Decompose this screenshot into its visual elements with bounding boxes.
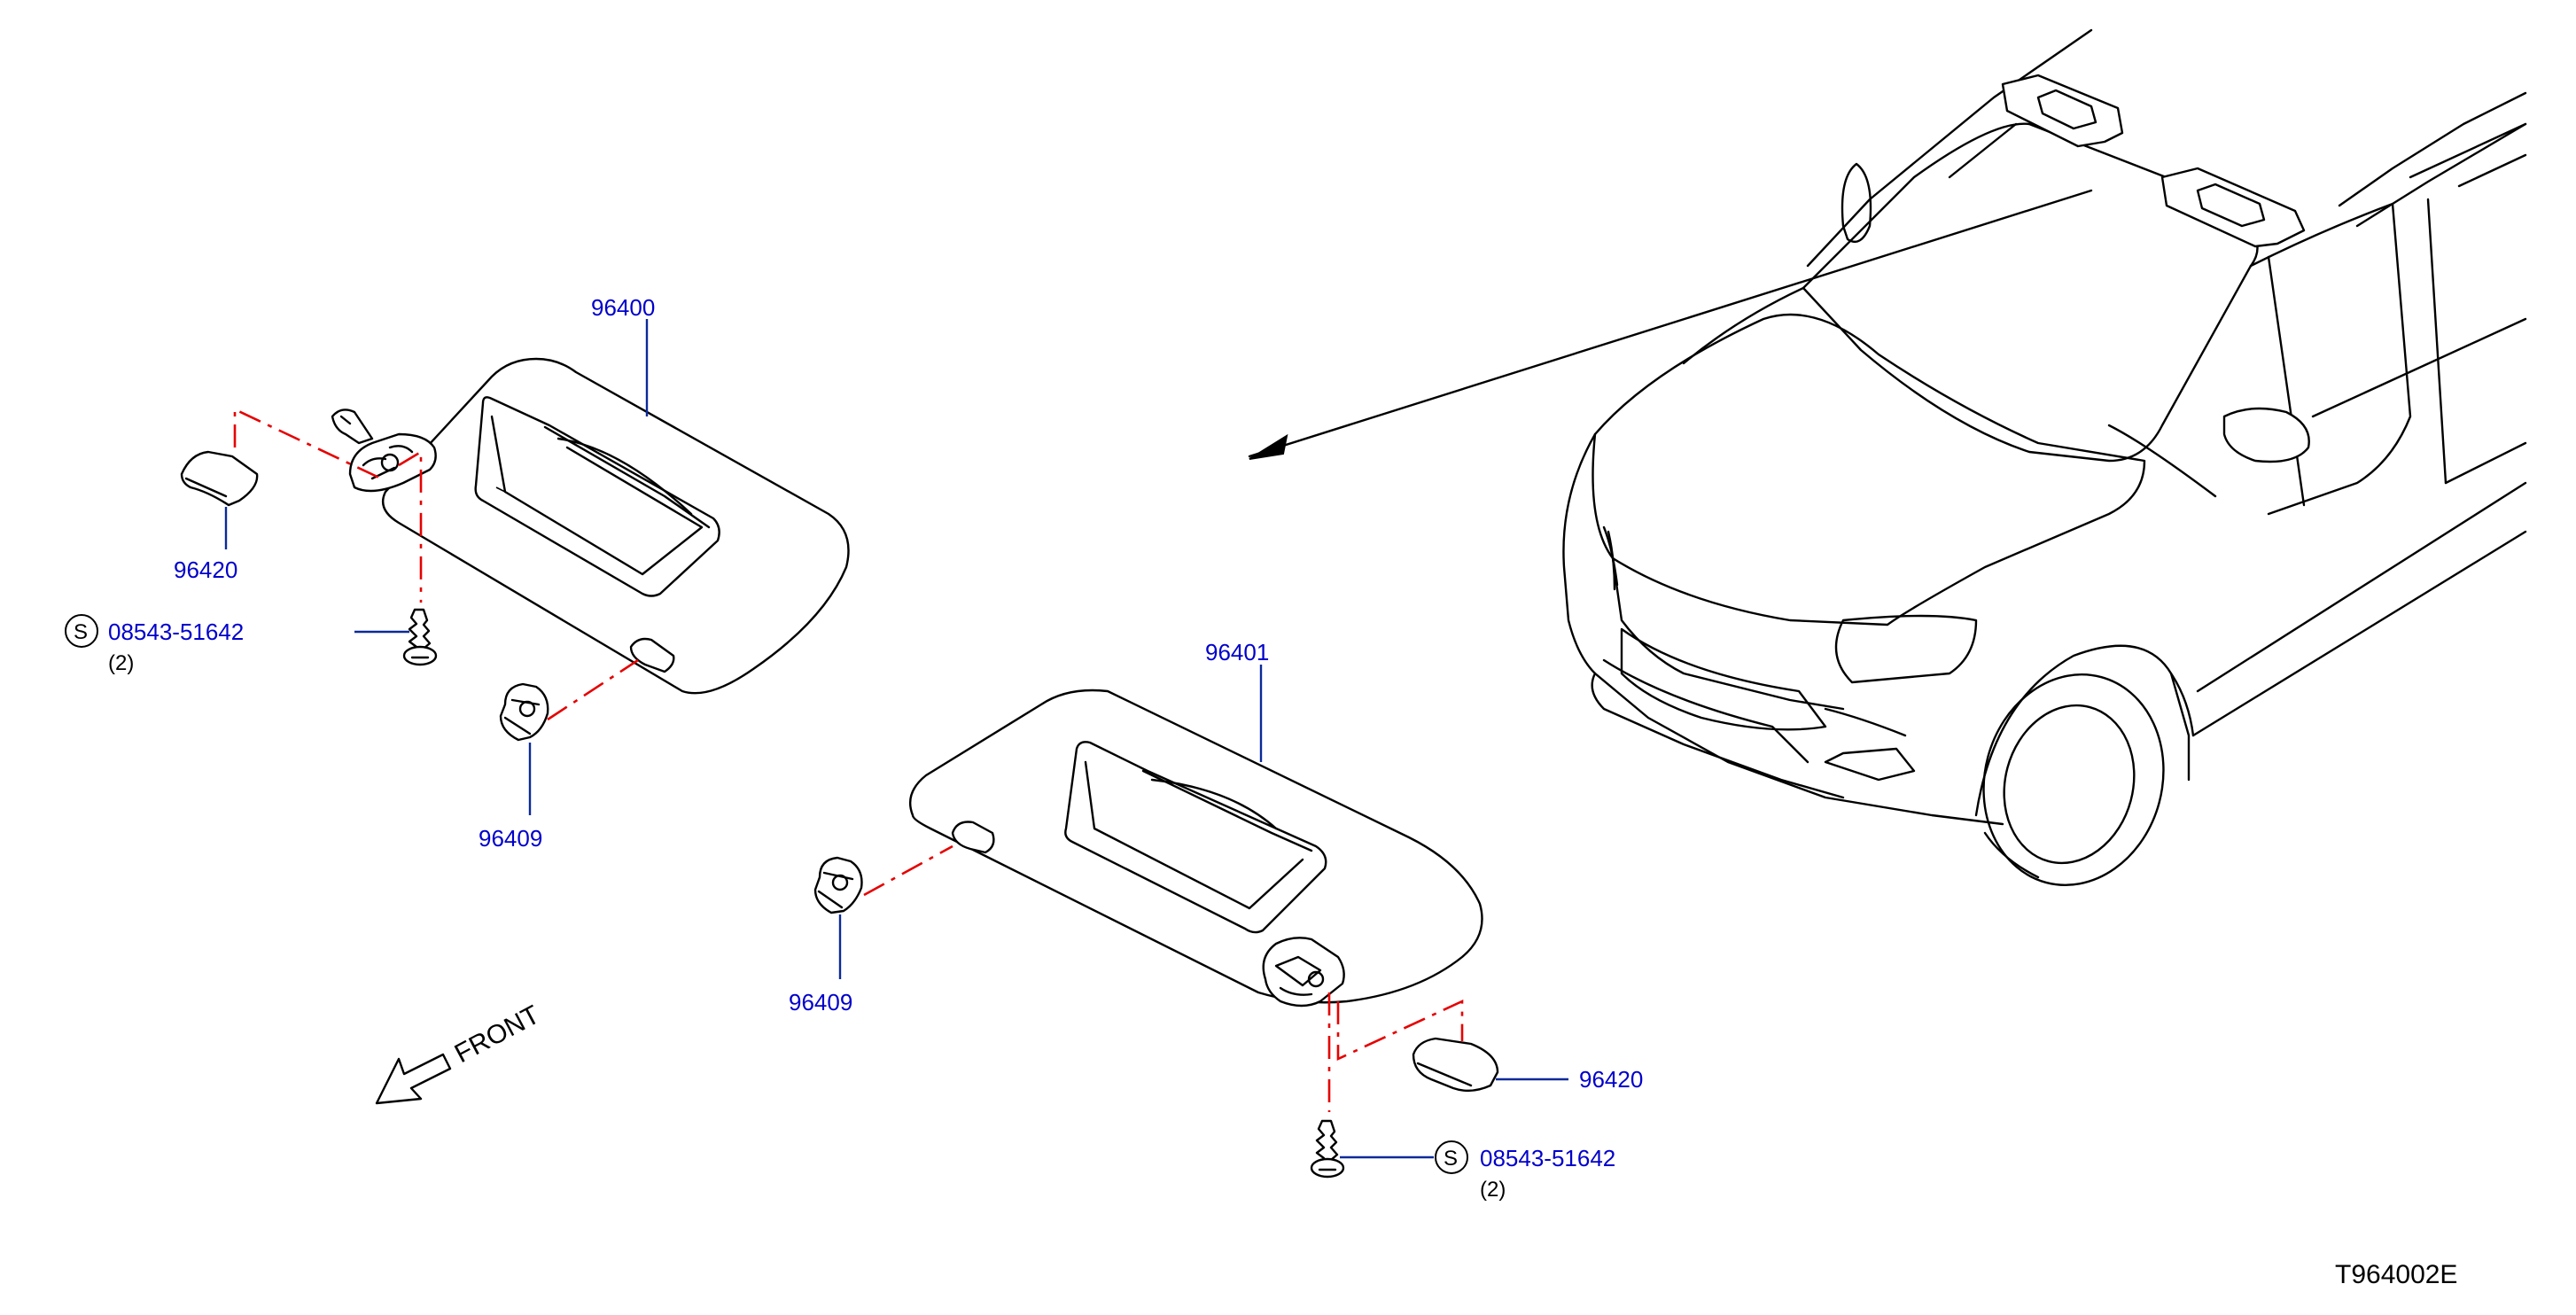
screw-symbol-left: S	[74, 620, 88, 644]
leader-lines-left	[224, 319, 649, 815]
front-arrow-icon	[375, 1053, 452, 1105]
front-label: FRONT	[450, 1000, 545, 1070]
label-screw-right: 08543-51642	[1480, 1145, 1615, 1171]
label-screw-left: 08543-51642	[108, 619, 244, 645]
label-screw-qty-right: (2)	[1480, 1178, 1506, 1202]
label-96400: 96400	[591, 294, 655, 321]
sun-visor-left	[331, 357, 850, 695]
leader-lines-right	[838, 665, 1568, 1159]
screw-callout-left: S 08543-51642 (2)	[65, 614, 244, 675]
screw-callout-right: S 08543-51642 (2)	[1435, 1140, 1615, 1202]
sun-visor-right	[908, 689, 1483, 1008]
holder-left	[499, 682, 549, 742]
cover-left	[180, 450, 259, 507]
front-direction-indicator: FRONT	[375, 1000, 545, 1105]
label-96409-left: 96409	[479, 825, 542, 852]
label-96420-right: 96420	[1579, 1066, 1643, 1093]
holder-right	[813, 856, 863, 914]
screw-symbol-right: S	[1444, 1147, 1458, 1171]
vehicle-illustration	[1248, 28, 2527, 886]
figure-code: T964002E	[2335, 1260, 2457, 1289]
assembly-lines-left	[233, 407, 639, 721]
screw-right	[1310, 1119, 1345, 1179]
cover-right	[1412, 1037, 1499, 1093]
screw-left	[402, 608, 438, 666]
label-screw-qty-left: (2)	[108, 651, 134, 675]
label-96409-right: 96409	[789, 989, 852, 1015]
label-96420-left: 96420	[174, 556, 237, 583]
label-96401: 96401	[1205, 639, 1269, 665]
assembly-lines-right	[863, 844, 1464, 1112]
